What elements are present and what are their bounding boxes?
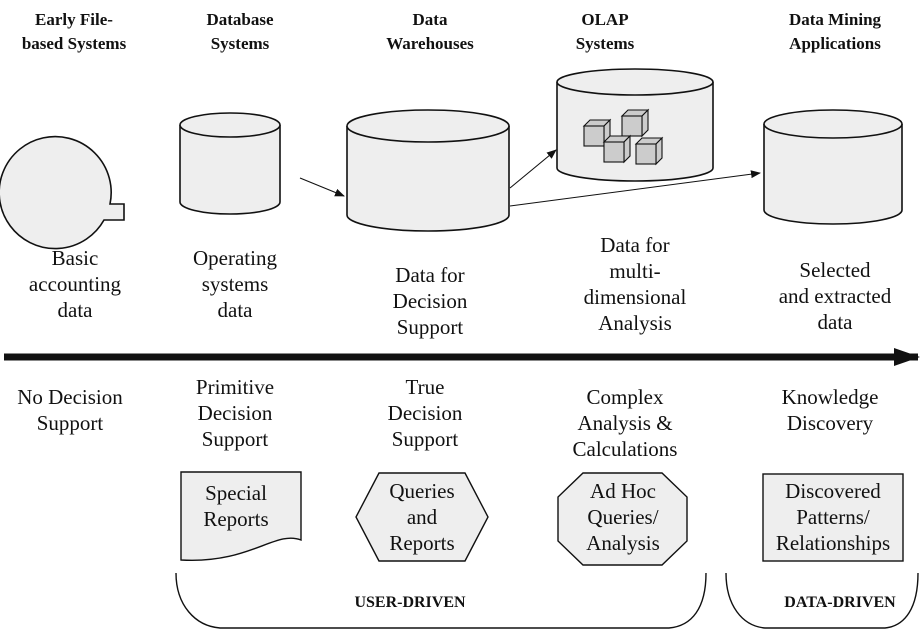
output-special-reports: Special Reports — [203, 481, 269, 531]
support-complex: Complex Analysis & Calculations — [572, 385, 678, 461]
header-data-mining: Data Mining Applications — [788, 10, 882, 53]
data-operating-systems: Operating systems data — [193, 246, 277, 322]
header-data-warehouses: Data Warehouses — [386, 10, 474, 53]
user-driven-bracket — [175, 572, 707, 629]
data-driven-bracket — [725, 572, 919, 629]
support-none: No Decision Support — [17, 385, 123, 435]
arrow-warehouse-to-mining — [509, 170, 761, 207]
arrow-db-to-warehouse — [299, 177, 345, 197]
data-multidimensional: Data for multi- dimensional Analysis — [583, 233, 687, 335]
arrow-warehouse-to-olap — [509, 149, 557, 189]
olap-cubes-icon — [582, 108, 664, 166]
data-basic-accounting: Basic accounting data — [28, 246, 122, 322]
output-adhoc-queries: Ad Hoc Queries/ Analysis — [586, 479, 660, 555]
database-cylinder — [179, 112, 281, 215]
mining-cylinder — [763, 109, 903, 225]
data-selected-extracted: Selected and extracted data — [778, 258, 892, 334]
header-database-systems: Database Systems — [206, 10, 274, 53]
data-decision-support: Data for Decision Support — [392, 263, 468, 339]
user-driven-label: USER-DRIVEN — [354, 594, 466, 611]
output-discovered-patterns: Discovered Patterns/ Relationships — [775, 479, 891, 555]
hexagon-shape — [355, 472, 489, 562]
octagon-shape — [557, 472, 688, 566]
header-olap-systems: OLAP Systems — [575, 10, 635, 53]
data-driven-label: DATA-DRIVEN — [784, 594, 896, 611]
rectangle-shape — [762, 473, 904, 562]
warehouse-cylinder — [346, 109, 510, 232]
document-shape — [180, 471, 302, 561]
support-true: True Decision Support — [387, 375, 463, 451]
support-primitive: Primitive Decision Support — [195, 375, 275, 451]
support-knowledge: Knowledge Discovery — [781, 385, 879, 435]
output-queries-reports: Queries and Reports — [389, 479, 455, 555]
file-storage-shape — [0, 135, 125, 250]
header-file-systems: Early File- based Systems — [21, 10, 127, 53]
